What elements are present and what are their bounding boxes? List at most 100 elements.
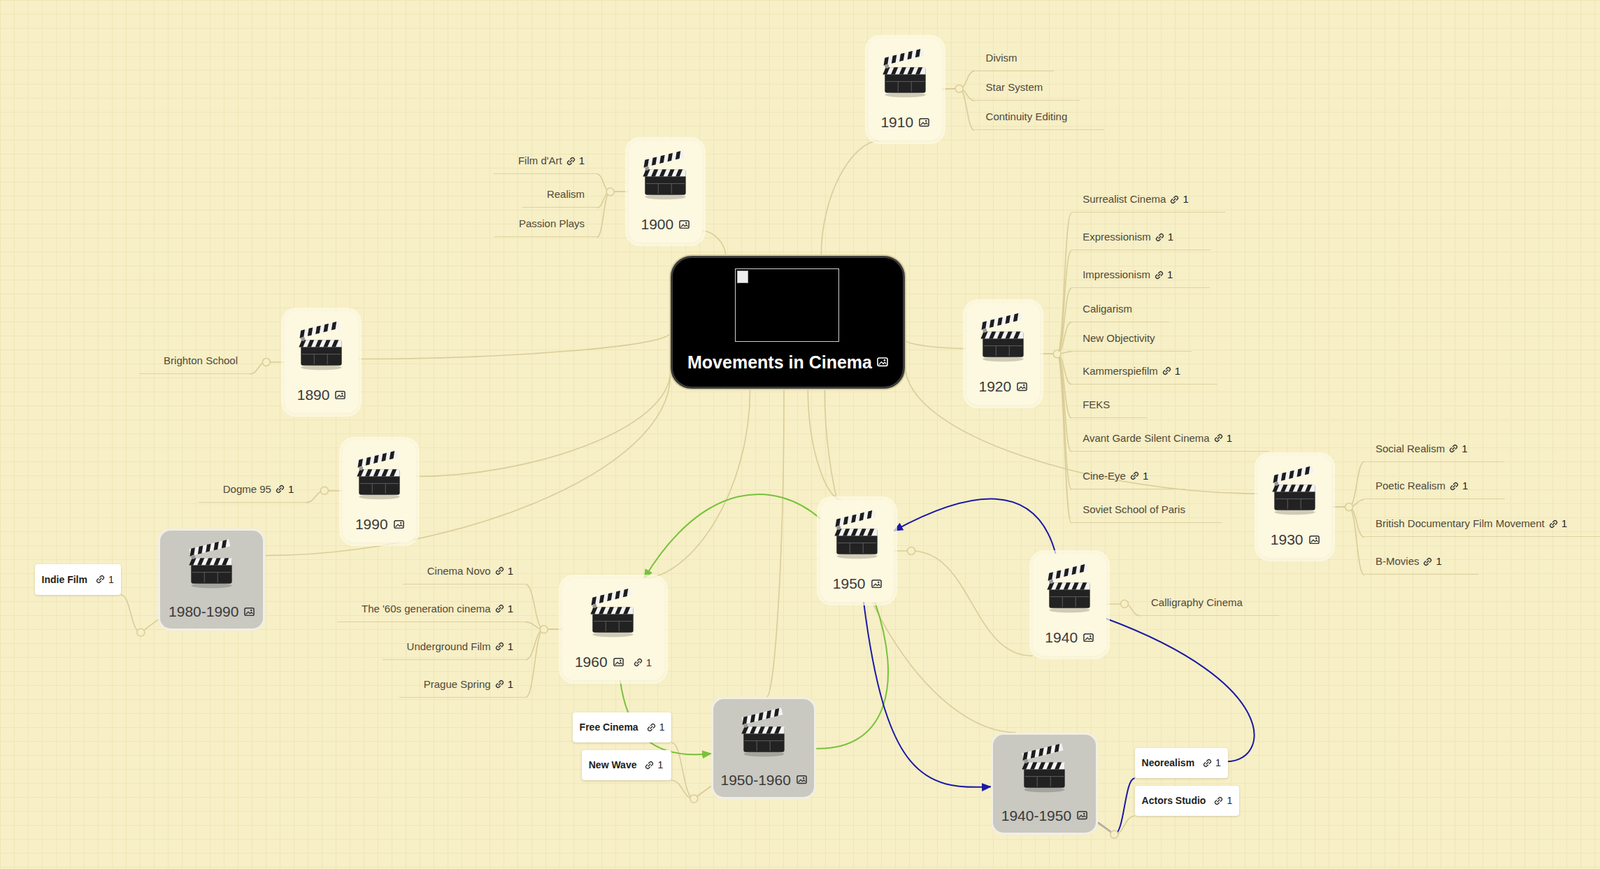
icon-part — [1020, 751, 1030, 761]
icon-part — [649, 157, 659, 166]
decade-card: 1920 — [966, 302, 1040, 405]
subtopic-text: British Documentary Film Movement — [1375, 516, 1545, 531]
decade-label: 1930 — [1270, 531, 1304, 549]
icon-part — [833, 518, 842, 527]
broken-image — [734, 268, 840, 342]
link-count: 1 — [1462, 479, 1468, 494]
icon-part — [191, 558, 233, 584]
icon-part — [300, 339, 342, 366]
icon-part — [1310, 539, 1318, 543]
icon-part — [359, 466, 364, 471]
branch-line — [766, 388, 784, 698]
clapperboard-icon — [1018, 741, 1070, 794]
image-icon — [1016, 382, 1028, 391]
icon-part — [659, 169, 667, 177]
branch-line — [1039, 213, 1072, 355]
icon-part — [1549, 523, 1554, 528]
icon-part — [498, 567, 503, 573]
subtopic: Poetic Realism1 — [1364, 479, 1505, 500]
icon-part — [1076, 811, 1088, 820]
link-icon — [495, 641, 505, 652]
subtopic: Dogme 951 — [198, 482, 307, 503]
subtopic: Expressionism1 — [1071, 230, 1210, 251]
icon-part — [618, 621, 620, 633]
icon-part — [634, 658, 642, 666]
icon-part — [675, 169, 683, 177]
card-label-row: 1890 — [297, 386, 347, 404]
icon-part — [327, 354, 328, 366]
icon-part — [590, 607, 598, 615]
link-count: 1 — [507, 639, 514, 654]
subtopic-box: Neorealism1 — [1134, 748, 1228, 780]
image-icon — [876, 357, 889, 367]
link-count: 1 — [659, 721, 666, 733]
link-count: 1 — [1167, 267, 1173, 282]
icon-part — [980, 313, 1022, 331]
icon-part — [495, 681, 503, 689]
icon-part — [1280, 484, 1288, 492]
relationship-arrow — [644, 494, 821, 579]
icon-part — [744, 740, 783, 742]
icon-part — [1085, 637, 1093, 641]
icon-part — [748, 713, 757, 723]
icon-part — [755, 740, 757, 752]
period-card: 1980-1990 — [158, 528, 266, 631]
subtopic-row: Continuity Editing — [986, 109, 1068, 124]
icon-part — [1206, 762, 1209, 765]
icon-part — [983, 345, 1023, 347]
icon-part — [667, 169, 675, 177]
icon-part — [246, 611, 254, 615]
subtopic-text: Realism — [546, 187, 585, 202]
broken-image-glyph — [737, 270, 749, 284]
icon-part — [1018, 386, 1026, 390]
link-icon — [1423, 557, 1433, 567]
icon-part — [740, 707, 784, 725]
icon-part — [1213, 796, 1224, 806]
link-count: 1 — [1561, 516, 1568, 531]
icon-part — [1272, 466, 1314, 484]
icon-part — [738, 706, 790, 758]
icon-part — [743, 751, 784, 757]
icon-part — [995, 346, 997, 357]
icon-part — [275, 484, 285, 494]
icon-part — [646, 723, 656, 733]
link-count: 1 — [507, 602, 514, 617]
icon-part — [1274, 481, 1280, 487]
icon-part — [388, 451, 397, 460]
icon-part — [1061, 597, 1063, 608]
icon-part — [862, 543, 864, 554]
subtopic: FEKS — [1071, 397, 1147, 419]
subtopic-text: Brighton School — [163, 353, 238, 368]
icon-part — [883, 359, 887, 362]
icon-part — [1173, 198, 1176, 201]
icon-part — [647, 723, 655, 731]
icon-part — [389, 469, 397, 477]
icon-part — [186, 537, 238, 589]
link-icon — [1448, 444, 1459, 454]
icon-part — [621, 588, 631, 598]
icon-part — [315, 339, 323, 347]
icon-part — [1155, 274, 1160, 280]
icon-part — [204, 543, 213, 552]
icon-part — [1274, 484, 1316, 492]
icon-part — [613, 658, 624, 667]
branch-line — [1039, 353, 1072, 384]
icon-part — [597, 595, 607, 604]
icon-part — [297, 329, 307, 338]
icon-part — [644, 194, 686, 200]
title-row: Movements in Cinema — [672, 352, 904, 373]
link-icon — [1548, 519, 1559, 529]
link-icon — [95, 574, 105, 584]
icon-part — [334, 390, 346, 400]
icon-part — [566, 156, 576, 166]
link-icon — [275, 484, 285, 494]
subtopic-row: Calligraphy Cinema — [1151, 595, 1243, 610]
icon-part — [1028, 749, 1038, 759]
icon-part — [1077, 564, 1087, 573]
icon-part — [1552, 523, 1555, 526]
decade-label: 1910 — [880, 113, 914, 131]
card-label-row: 1940 — [1044, 629, 1094, 647]
icon-part — [1217, 437, 1220, 440]
icon-part — [1202, 758, 1212, 768]
link-icon — [646, 723, 656, 733]
